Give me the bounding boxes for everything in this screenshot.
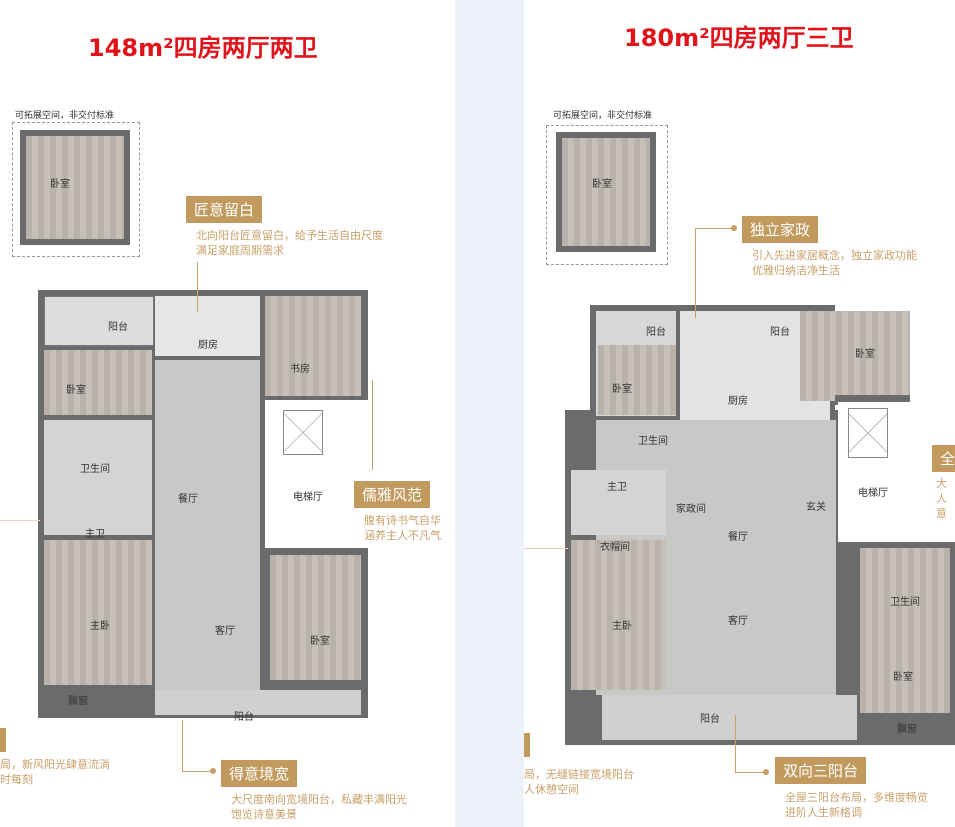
extension-outline [546, 125, 668, 265]
extension-outline [12, 122, 140, 257]
leader-dot [763, 769, 769, 775]
callout-desc: 局，新风阳光肆意流淌 [0, 758, 110, 771]
callout-desc: 大 [936, 477, 947, 490]
callout-desc: 时每刻 [0, 773, 33, 786]
leader-dot [210, 768, 216, 774]
elevator-icon [848, 408, 888, 458]
room-label: 阳台 [646, 327, 666, 338]
room-label: 卧室 [855, 349, 875, 360]
room-label: 卫生间 [890, 597, 920, 608]
bedroom [800, 311, 910, 401]
south-balcony [602, 695, 857, 740]
living-area [155, 360, 260, 690]
callout-desc: 进阶人生新格调 [785, 806, 862, 819]
room-label: 卧室 [612, 384, 632, 395]
leader-line [182, 720, 183, 772]
room-label: 衣帽间 [600, 542, 630, 553]
extension-note: 可拓展空间，非交付标准 [15, 111, 115, 121]
room-label: 客厅 [728, 616, 748, 627]
room-label: 书房 [290, 364, 310, 375]
room-label: 卧室 [50, 179, 70, 190]
leader-dot [731, 225, 737, 231]
room-label: 主卫 [607, 482, 627, 493]
room-label: 阳台 [700, 714, 720, 725]
callout-desc: 满足家庭周期需求 [196, 244, 284, 257]
wall [835, 395, 910, 405]
bedroom [598, 345, 676, 415]
callout-desc: 引入先进家居概念，独立家政功能 [752, 249, 917, 262]
room-label: 主卧 [90, 621, 110, 632]
room-label: 飘窗 [897, 724, 917, 735]
leader-line [182, 771, 212, 772]
study [265, 296, 361, 396]
room-label: 玄关 [806, 502, 826, 513]
south-balcony [155, 690, 361, 715]
extension-note: 可拓展空间，非交付标准 [553, 111, 653, 121]
callout-desc: 大尺度南向宽境阳台，私藏丰满阳光 [231, 793, 407, 806]
leader-line [524, 548, 568, 549]
callout-desc: 全屋三阳台布局，多维度畅览 [785, 791, 928, 804]
callout-desc: 饱览诗意美景 [231, 808, 297, 821]
master-bath [571, 470, 666, 535]
balcony [44, 296, 154, 346]
plan-title: 180m²四房两厅三卫 [624, 24, 854, 52]
room-label: 家政间 [676, 504, 706, 515]
room-label: 餐厅 [178, 494, 198, 505]
room-label: 阳台 [234, 712, 254, 723]
leader-line [735, 715, 736, 773]
room-label: 卧室 [66, 385, 86, 396]
bedroom [270, 555, 361, 680]
extension-bedroom [562, 138, 650, 246]
leader-line [372, 380, 373, 470]
master-bedroom [571, 540, 666, 690]
room-label: 阳台 [770, 327, 790, 338]
room-label: 主卫 [85, 529, 105, 540]
callout-tag: 儒雅风范 [354, 481, 431, 508]
callout-tag: 全 [932, 445, 955, 472]
divider-strip [455, 0, 524, 827]
room-label: 厨房 [728, 396, 748, 407]
callout-tag: 独立家政 [742, 216, 819, 243]
callout-tag-cut [0, 728, 6, 752]
callout-tag: 双向三阳台 [775, 757, 867, 784]
leader-line [695, 228, 696, 318]
room-label: 飘窗 [68, 696, 88, 707]
plan-title: 148m²四房两厅两卫 [88, 34, 318, 62]
elevator-icon [283, 410, 323, 455]
room-label: 阳台 [108, 322, 128, 333]
master-bedroom [44, 540, 152, 685]
leader-line [0, 520, 40, 521]
callout-desc: 人休憩空间 [524, 783, 579, 796]
callout-tag: 得意境宽 [221, 760, 298, 787]
room-label: 卫生间 [80, 464, 110, 475]
callout-tag: 匠意留白 [186, 196, 263, 223]
leader-line [735, 772, 765, 773]
room-label: 电梯厅 [858, 488, 888, 499]
room-label: 主卧 [612, 621, 632, 632]
extension-bedroom [26, 136, 124, 239]
callout-tag-cut [524, 733, 530, 757]
leader-line [695, 228, 733, 229]
room-label: 卫生间 [638, 436, 668, 447]
room-label: 厨房 [198, 340, 218, 351]
callout-desc: 涵养主人不凡气 [364, 529, 441, 542]
callout-desc: 北向阳台匠意留白，给予生活自由尺度 [196, 229, 383, 242]
callout-desc: 优雅归纳洁净生活 [752, 264, 840, 277]
room-label: 卧室 [893, 672, 913, 683]
room-label: 餐厅 [728, 532, 748, 543]
room-label: 电梯厅 [293, 492, 323, 503]
bathrooms [44, 420, 152, 535]
leader-line [197, 262, 198, 312]
callout-desc: 人 [936, 492, 947, 505]
callout-desc: 局，无缝链接宽境阳台 [524, 768, 634, 781]
kitchen [155, 296, 260, 356]
bedroom [44, 350, 152, 415]
bedroom [860, 548, 950, 713]
callout-desc: 意 [936, 507, 947, 520]
room-label: 客厅 [215, 626, 235, 637]
room-label: 卧室 [310, 636, 330, 647]
callout-desc: 腹有诗书气自华 [364, 514, 441, 527]
room-label: 卧室 [592, 179, 612, 190]
